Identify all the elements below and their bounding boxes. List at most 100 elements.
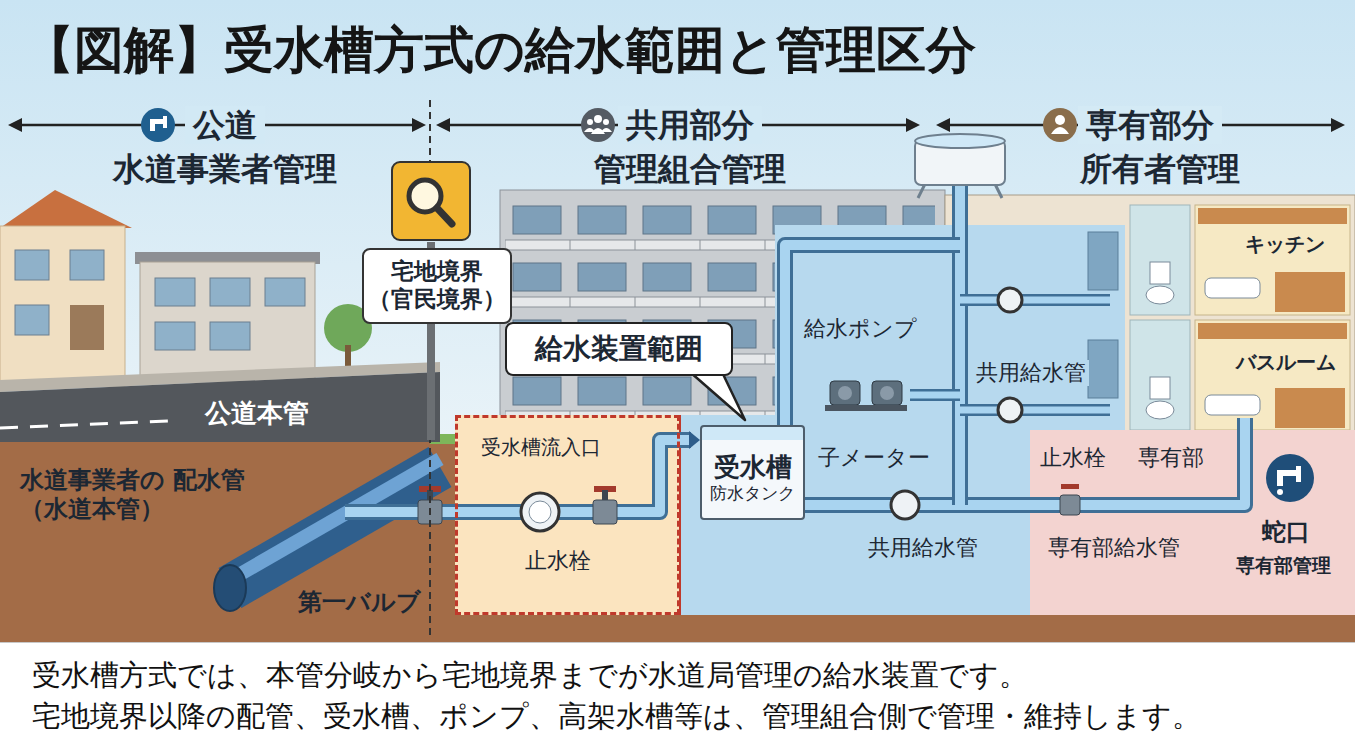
houses-part (210, 322, 250, 350)
supply-device-zone: 受水槽流入口止水栓 (455, 415, 680, 615)
room-label: キッチン (1245, 232, 1325, 256)
faucet-icon (1266, 454, 1314, 502)
valves-and-meters-part (880, 386, 894, 400)
zone-manager: 水道事業者管理 (113, 150, 337, 188)
zone-icons-part (587, 119, 593, 125)
water-pipe-part (952, 186, 968, 505)
faucet-label: 蛇口 (1262, 518, 1310, 547)
callout-tail-part (690, 372, 745, 420)
houses-part (70, 250, 104, 280)
apartment-building-part (1275, 388, 1345, 428)
node-text: 子メーター (815, 445, 933, 471)
faucet-icon-part (1266, 454, 1314, 502)
main-pipe-label: 水道事業者の 配水管（水道本管） (20, 466, 255, 524)
boundary-sign-box: 宅地境界 （官民境界） (362, 248, 512, 324)
zone-fills-part (1030, 430, 1355, 615)
apartment-building-part (1146, 401, 1174, 419)
boundary-sign-part (437, 208, 452, 224)
valves-and-meters-part (891, 491, 919, 519)
apartment-building-part (1205, 395, 1260, 415)
ground-part (0, 372, 440, 442)
node-text: 受水槽流入口 (478, 435, 604, 459)
zone-icons-part (581, 108, 615, 142)
water-tank: 受水槽防水タンク (700, 425, 805, 520)
faucet-icon-part (1277, 489, 1283, 495)
houses-part (15, 305, 49, 335)
zone-icons-part (150, 116, 167, 131)
valves-and-meters-part (1060, 495, 1080, 515)
node-text: 専有部 (1135, 445, 1207, 471)
zone-icons-part (584, 128, 612, 134)
valves-and-meters-part (830, 381, 860, 405)
zone-fills-part (1088, 232, 1118, 290)
node-text: 共用給水管 (865, 535, 981, 561)
houses-part (0, 190, 132, 228)
node-text: 止水栓 (522, 548, 594, 574)
callout-tail (690, 372, 745, 420)
diagram-title: 【図解】受水槽方式の給水範囲と管理区分 (24, 20, 976, 80)
zone-icons-part (1051, 127, 1069, 134)
zone-icons-part (1043, 108, 1077, 142)
zone-icons-part (141, 108, 175, 142)
zone-manager: 管理組合管理 (594, 150, 786, 188)
water-pipe-part (910, 389, 960, 401)
water-main-part (214, 565, 246, 611)
ground (0, 362, 1355, 645)
node-text: 受水槽 (714, 452, 792, 483)
houses-part (265, 278, 305, 306)
valves-and-meters-part (838, 386, 852, 400)
callout-box: 給水装置範囲 (505, 322, 733, 376)
elevated-tank-part (915, 134, 1005, 148)
zone-arrows-part-part (1331, 118, 1345, 132)
valves-and-meters-part (1061, 484, 1079, 489)
node-text: 給水装置範囲 (535, 332, 703, 366)
zone-name: 公道 (185, 106, 265, 144)
valves-and-meters-part (593, 500, 617, 524)
water-pipe-part (960, 300, 1110, 410)
arrow-head (689, 431, 700, 449)
water-pipe-part (955, 186, 965, 505)
zone-arrows-part-part (906, 118, 920, 132)
room-label: バスルーム (1236, 350, 1336, 374)
elevated-tank-part (995, 184, 1002, 198)
valves-and-meters-part (825, 405, 907, 411)
pipe-connector (680, 431, 700, 449)
apartment-building-part (1130, 205, 1190, 315)
valve-label: 第一バルブ (298, 588, 421, 617)
ground-part (0, 421, 170, 428)
node-text: 防水タンク (710, 483, 795, 503)
apartment-building-part (1150, 377, 1170, 399)
node-text: 共用給水管 (973, 360, 1089, 386)
water-pipe-part (805, 418, 1245, 505)
water-pipe-part (805, 418, 1245, 505)
apartment-building-part (1146, 286, 1174, 304)
valves-and-meters-part (602, 490, 608, 500)
zone-icons-part (1055, 115, 1065, 125)
valves-and-meters (418, 288, 1080, 531)
zone-arrows-part-part (936, 118, 950, 132)
houses-part (155, 278, 195, 306)
zone-arrows-part-part (436, 118, 450, 132)
valves-and-meters-part (998, 398, 1022, 422)
zone-arrows-part-part (412, 118, 426, 132)
apartment-building-part (1195, 320, 1350, 430)
houses (0, 190, 372, 386)
apartment-building-part (1150, 262, 1170, 284)
houses-part (155, 322, 195, 350)
caption-panel: 受水槽方式では、本管分岐から宅地境界までが水道局管理の給水装置です。 宅地境界以… (0, 642, 1355, 750)
zone-fills-part (1088, 340, 1118, 398)
sky (0, 0, 1355, 445)
sky-part (0, 0, 1355, 445)
water-pipe-part (785, 245, 960, 425)
apartment-building-part (1195, 205, 1350, 315)
node-text: 給水ポンプ (801, 316, 920, 342)
zone-name: 共用部分 (618, 106, 762, 144)
apartment-building-part (1198, 323, 1347, 339)
apartment-building-part (1130, 320, 1190, 430)
water-pipe-part (785, 245, 960, 425)
elevated-tank-part (918, 184, 925, 198)
caption-text: 受水槽方式では、本管分岐から宅地境界までが水道局管理の給水装置です。 宅地境界以… (32, 655, 1232, 736)
valves-and-meters-part (521, 493, 559, 531)
valves-and-meters-part (529, 501, 551, 523)
